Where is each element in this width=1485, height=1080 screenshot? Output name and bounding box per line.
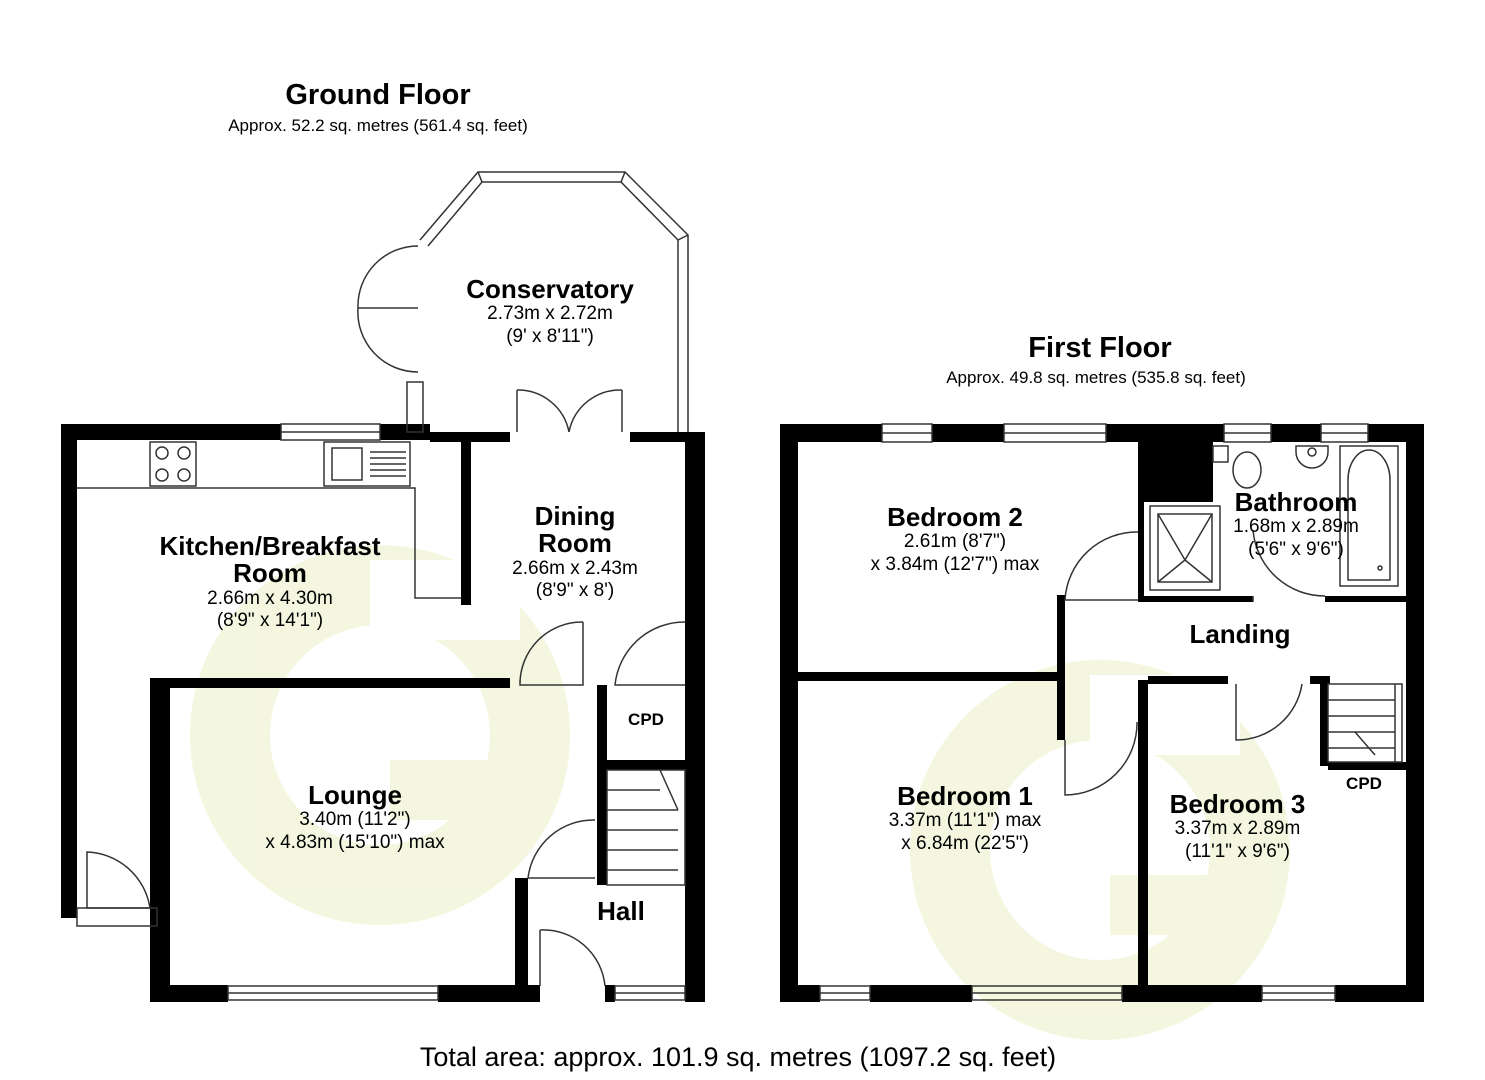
room-dim: 2.61m (8'7") bbox=[903, 531, 1007, 553]
room-dim: 2.66m x 2.43m bbox=[512, 557, 638, 579]
room-dim: 2.66m x 4.30m bbox=[207, 587, 333, 609]
room-name: Bedroom 3 bbox=[1169, 789, 1306, 819]
ground-floor-fixtures bbox=[76, 171, 689, 1001]
room-name: Bedroom 1 bbox=[897, 781, 1033, 811]
room-name: Conservatory bbox=[466, 274, 634, 304]
room-name: Bedroom 2 bbox=[887, 502, 1023, 532]
room-cpd-first: CPD bbox=[1346, 774, 1382, 793]
room-dim: 3.40m (11'2") bbox=[299, 809, 411, 831]
room-dim: (8'9" x 14'1") bbox=[216, 610, 324, 632]
room-bedroom-2: Bedroom 2 2.61m (8'7") x 3.84m (12'7") m… bbox=[830, 502, 1080, 577]
room-dim: 3.37m (11'1") max bbox=[888, 810, 1042, 832]
room-dim: (11'1" x 9'6") bbox=[1185, 841, 1290, 863]
room-dining: Dining Room 2.66m x 2.43m (8'9" x 8') bbox=[485, 501, 665, 603]
total-area: Total area: approx. 101.9 sq. metres (10… bbox=[419, 1042, 1057, 1072]
room-dim: x 6.84m (22'5") bbox=[901, 833, 1029, 855]
room-dim: (9' x 8'11") bbox=[506, 326, 594, 348]
room-kitchen: Kitchen/Breakfast Room 2.66m x 4.30m (8'… bbox=[130, 531, 410, 633]
first-floor-fixtures bbox=[819, 423, 1403, 1001]
room-conservatory: Conservatory 2.73m x 2.72m (9' x 8'11") bbox=[430, 274, 670, 349]
room-name: Kitchen/Breakfast Room bbox=[159, 531, 381, 589]
room-name: Bathroom bbox=[1234, 487, 1358, 517]
room-name: Lounge bbox=[308, 780, 402, 810]
room-dim: x 4.83m (15'10") max bbox=[265, 832, 445, 854]
room-dim: (5'6" x 9'6") bbox=[1248, 539, 1344, 561]
first-floor-area: Approx. 49.8 sq. metres (535.8 sq. feet) bbox=[946, 368, 1246, 387]
room-name: Dining Room bbox=[534, 501, 616, 559]
room-landing: Landing bbox=[1189, 619, 1291, 649]
room-dim: 1.68m x 2.89m bbox=[1233, 516, 1359, 538]
room-cpd-ground: CPD bbox=[628, 710, 664, 729]
room-bedroom-1: Bedroom 1 3.37m (11'1") max x 6.84m (22'… bbox=[840, 781, 1090, 856]
room-lounge: Lounge 3.40m (11'2") x 4.83m (15'10") ma… bbox=[220, 780, 490, 855]
ground-floor-area: Approx. 52.2 sq. metres (561.4 sq. feet) bbox=[228, 116, 528, 135]
room-dim: 2.73m x 2.72m bbox=[487, 303, 613, 325]
room-bathroom: Bathroom 1.68m x 2.89m (5'6" x 9'6") bbox=[1211, 487, 1381, 562]
room-hall: Hall bbox=[597, 896, 645, 926]
room-dim: 3.37m x 2.89m bbox=[1174, 818, 1301, 840]
ground-floor-title: Ground Floor bbox=[285, 79, 471, 111]
room-dim: (8'9" x 8') bbox=[535, 580, 615, 602]
room-bedroom-3: Bedroom 3 3.37m x 2.89m (11'1" x 9'6") bbox=[1150, 789, 1325, 864]
first-floor-walls bbox=[780, 424, 1424, 1002]
ground-floor-walls bbox=[61, 424, 705, 1002]
first-floor-title: First Floor bbox=[1028, 332, 1172, 364]
watermark-logo-first bbox=[910, 660, 1290, 1040]
room-dim: x 3.84m (12'7") max bbox=[870, 554, 1040, 576]
